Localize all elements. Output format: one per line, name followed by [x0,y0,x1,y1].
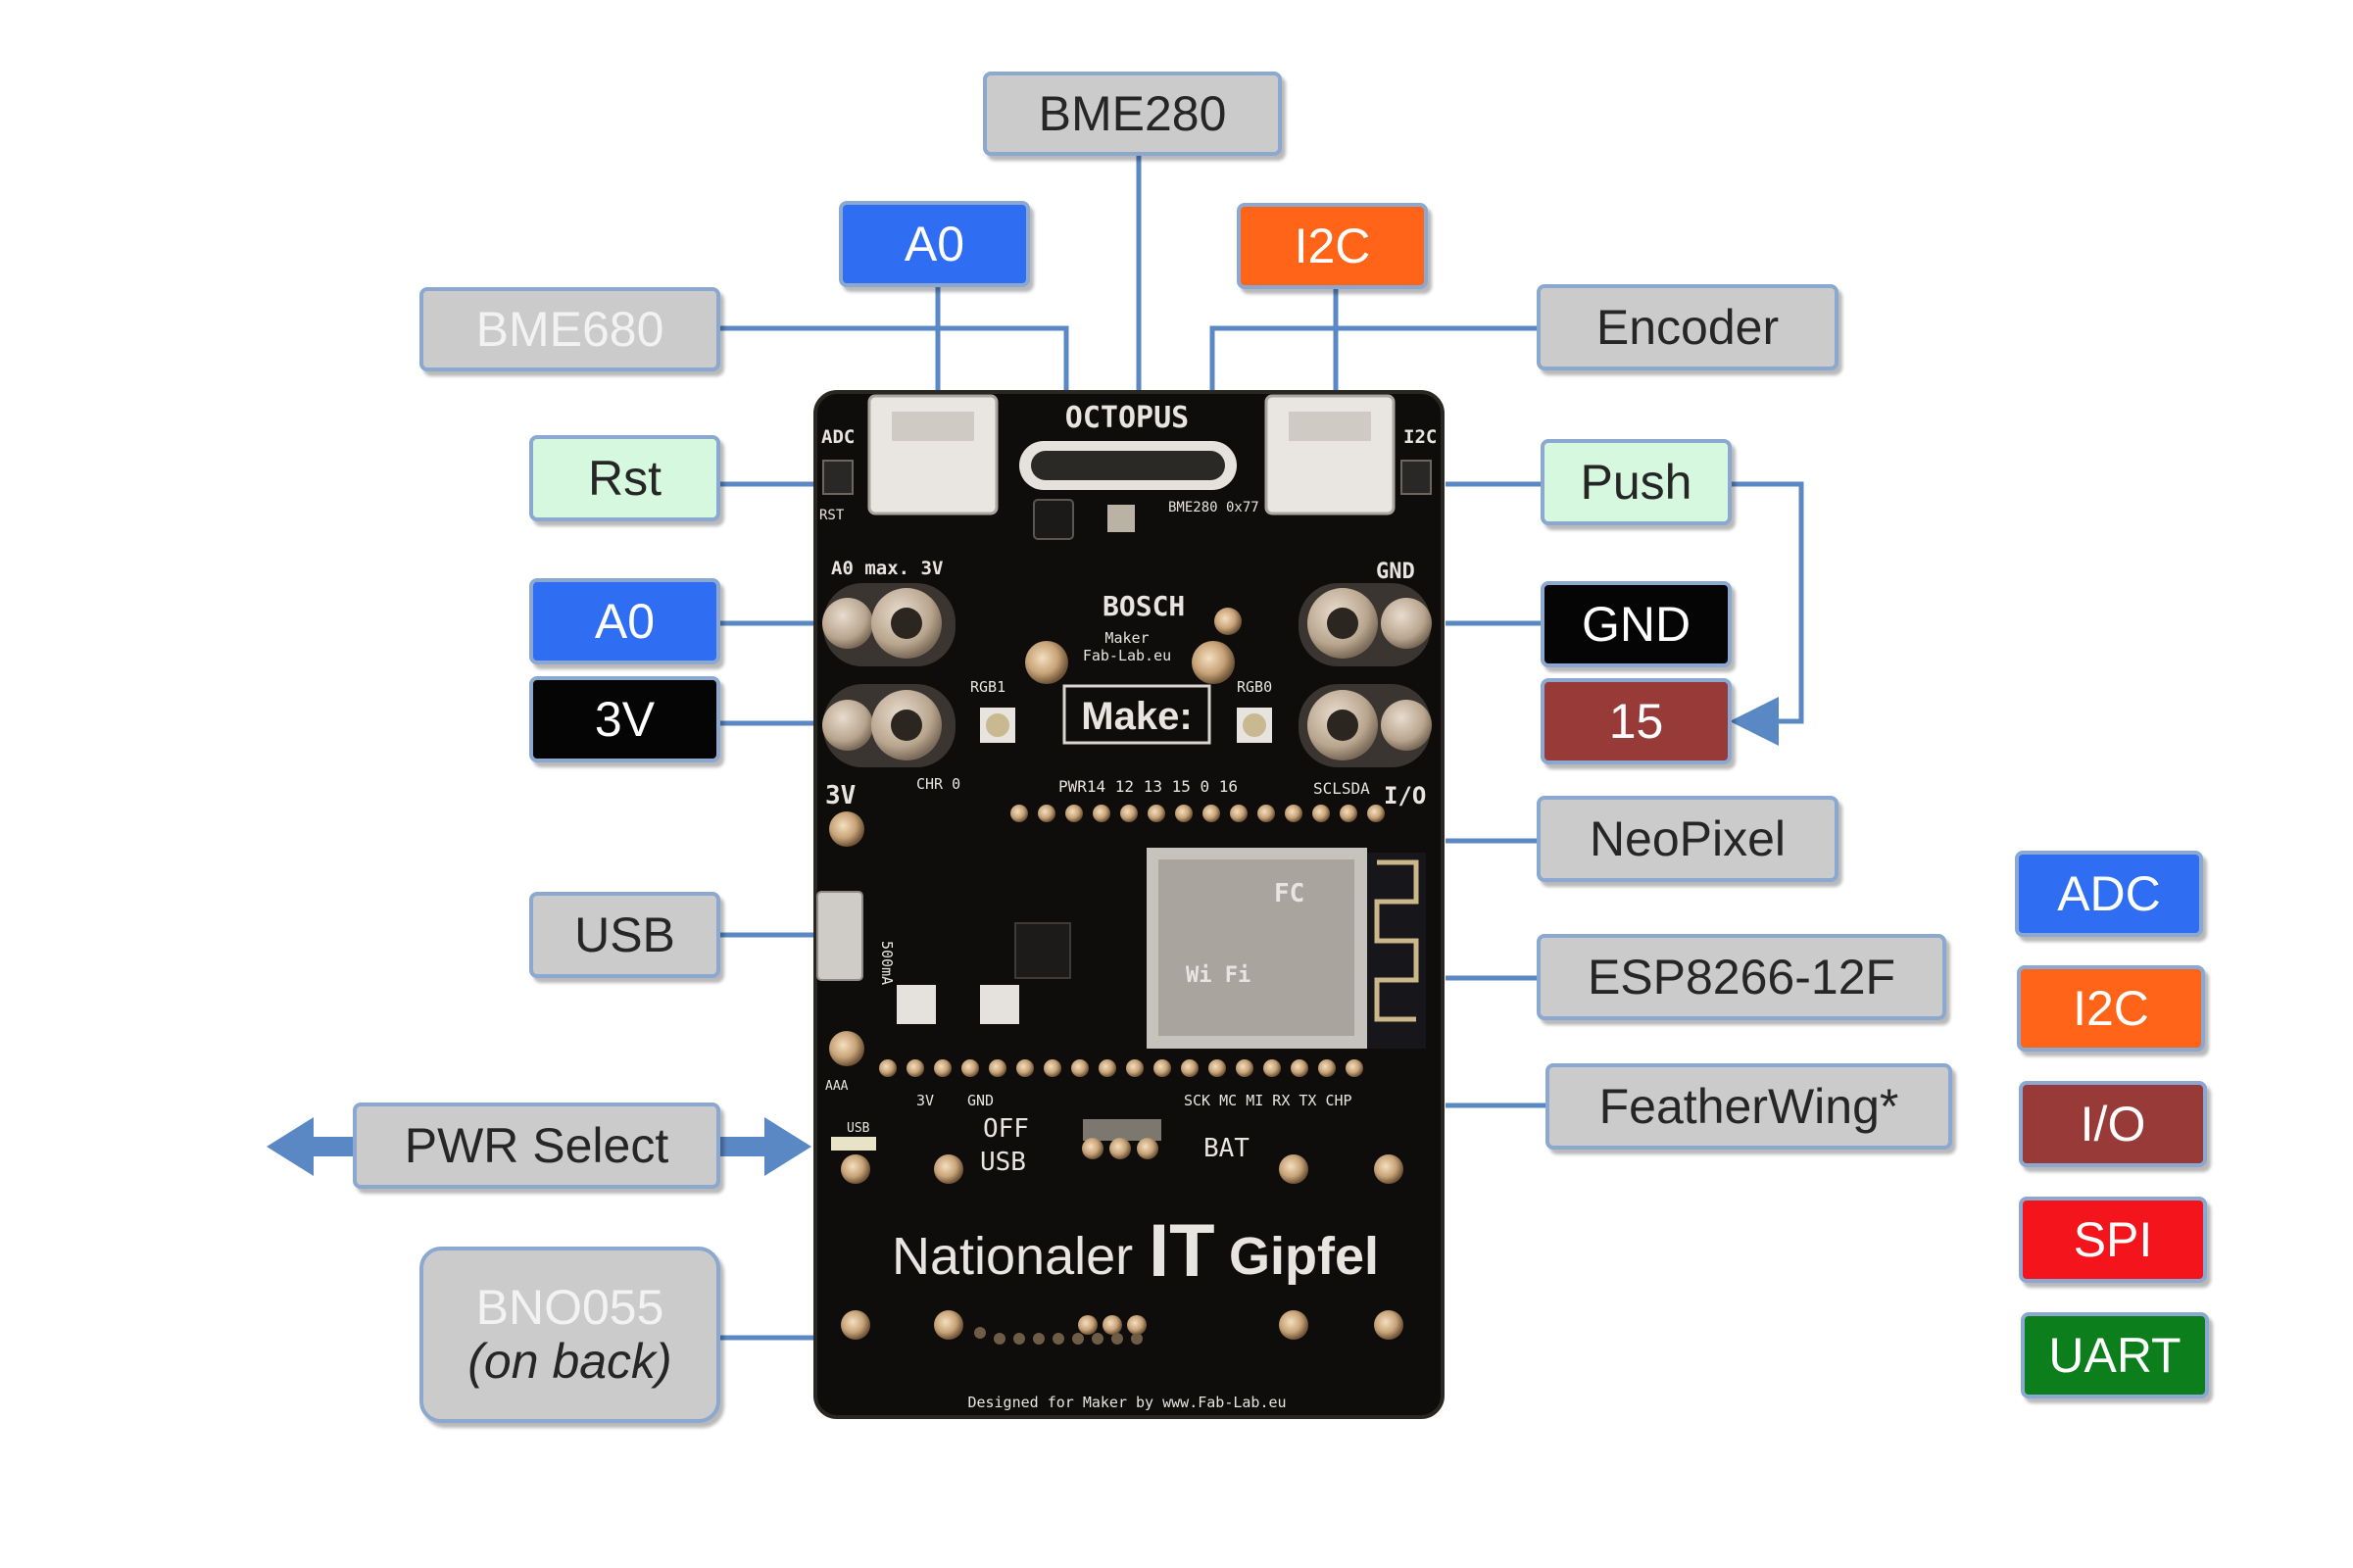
header-pins-bottom [879,1059,1363,1077]
label-bno055-line1: BNO055 [475,1280,664,1335]
encoder-line [1209,325,1541,397]
terminal-pads-right [1299,583,1432,767]
label-pwr-select: PWR Select [353,1102,720,1189]
legend-adc: ADC [2015,851,2203,937]
label-bno055: BNO055 (on back) [419,1247,720,1423]
board-chr: CHR 0 [916,775,960,793]
bme680-line [717,325,1069,397]
board-maker-1: Maker [1104,629,1149,647]
label-featherwing: FeatherWing* [1545,1063,1952,1150]
board-aaa: AAA [825,1079,849,1094]
board-bottom-pins: SCK MC MI RX TX CHP [1184,1092,1352,1109]
board-off: OFF [983,1114,1029,1144]
board-io-tag: I/O [1384,782,1426,809]
board-3v-small: 3V [916,1092,934,1109]
label-3v: 3V [529,676,720,762]
board-adc-tag: ADC [821,426,855,448]
board-bat: BAT [1203,1134,1250,1163]
pwr-arrows [267,1117,811,1176]
label-rst: Rst [529,435,720,521]
board-fc: FC [1274,879,1304,908]
board-3v-tag: 3V [825,781,856,810]
label-bno055-line2: (on back) [467,1334,672,1389]
label-neopixel: NeoPixel [1537,796,1838,882]
mounting-holes [841,1154,1403,1340]
push-15-arrow [1729,481,1804,746]
board-usb-small: USB [847,1121,870,1136]
board-500ma: 500mA [878,941,896,985]
board-scl-sda: SCLSDA [1313,779,1370,798]
board-maker-2: Fab-Lab.eu [1083,647,1171,664]
board-make: Make: [1081,695,1192,738]
board-bme-tag: BME280 0x77 [1168,500,1259,515]
legend-i2c: I2C [2017,965,2205,1052]
board-it: IT [1149,1209,1215,1293]
label-bme280: BME280 [983,72,1282,156]
board-gnd-tag: GND [1376,560,1415,584]
board-i2c-tag: I2C [1403,426,1437,448]
board-brand: BOSCH [1103,590,1185,622]
board-usb-switch: USB [980,1148,1026,1177]
board-gnd-small: GND [967,1092,994,1109]
header-pins-top [1010,805,1385,822]
board-rgb0: RGB0 [1237,678,1272,696]
board-wifi: Wi Fi [1186,963,1250,988]
legend-spi: SPI [2019,1197,2207,1283]
legend-uart: UART [2021,1312,2209,1398]
label-a0-top: A0 [839,201,1030,287]
board-title: OCTOPUS [1065,401,1189,435]
board-a0-max: A0 max. 3V [831,558,943,579]
board-designed: Designed for Maker by www.Fab-Lab.eu [967,1394,1286,1411]
esp-module [1147,848,1426,1049]
board-pin-row: PWR14 12 13 15 0 16 [1058,777,1238,796]
label-usb: USB [529,892,720,978]
label-push: Push [1541,439,1732,525]
label-15: 15 [1541,678,1732,764]
label-encoder: Encoder [1537,284,1838,370]
board-rst-tag: RST [819,508,845,523]
board-nationaler: Nationaler [892,1227,1133,1286]
label-esp8266: ESP8266-12F [1537,934,1946,1020]
terminal-pads-left [822,583,956,767]
board-gipfel: Gipfel [1229,1227,1379,1286]
label-i2c-top: I2C [1237,203,1428,289]
label-gnd: GND [1541,581,1732,667]
legend-io: I/O [2019,1081,2207,1167]
label-bme680: BME680 [419,287,720,371]
board-rgb1: RGB1 [970,678,1005,696]
label-a0-left: A0 [529,578,720,664]
grove-connectors [867,394,1396,515]
